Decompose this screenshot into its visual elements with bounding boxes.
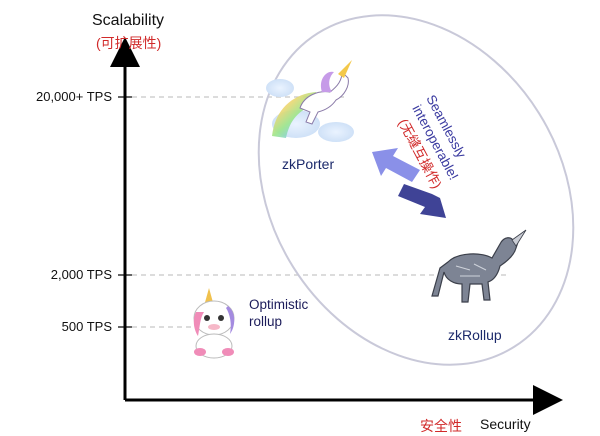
- zk-ellipse: [257, 14, 575, 366]
- optimistic-rollup-label: Optimistic rollup: [249, 296, 308, 330]
- double-arrow-icon: [372, 148, 446, 218]
- diagram-canvas: Seamlessly interoperable! (无缝互操作): [110, 14, 575, 415]
- unicorn-rainbow-icon: [266, 60, 354, 142]
- zkrollup-label: zkRollup: [448, 327, 502, 343]
- y-axis-label-zh: (可扩展性): [96, 35, 162, 51]
- optimistic-line-2: rollup: [249, 314, 283, 329]
- plush-unicorn-icon: [193, 288, 235, 359]
- x-axis-label: Security: [480, 416, 531, 432]
- optimistic-line-1: Optimistic: [249, 297, 309, 312]
- tick-label-500: 500 TPS: [61, 319, 112, 334]
- zkporter-label: zkPorter: [282, 156, 335, 172]
- robot-unicorn-icon: [431, 229, 527, 303]
- tick-label-2000: 2,000 TPS: [50, 267, 112, 282]
- y-axis-label: Scalability: [92, 12, 165, 29]
- x-axis-label-zh: 安全性: [420, 418, 462, 434]
- tick-label-20000: 20,000+ TPS: [35, 89, 112, 104]
